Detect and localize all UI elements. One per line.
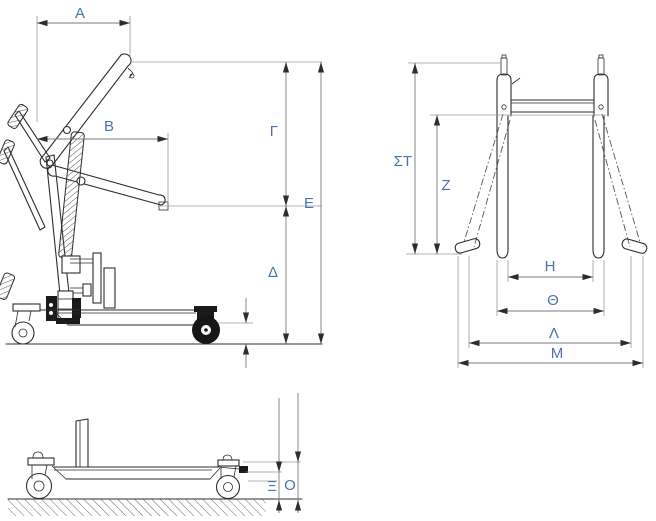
dim-label-o: O — [284, 477, 296, 494]
right-pin — [597, 57, 605, 76]
dimension-o: O — [284, 393, 302, 513]
spread-foot-left — [454, 238, 481, 254]
dim-label-a: A — [75, 5, 85, 22]
dim-label-st: ΣΤ — [394, 153, 412, 170]
left-pin — [500, 57, 508, 76]
right-post — [593, 73, 609, 117]
leg-spread-right — [594, 113, 648, 254]
base-rail-bottom-view — [51, 465, 248, 480]
dimension-delta: Δ — [268, 206, 290, 344]
rear-mount-bracket — [239, 466, 248, 473]
dim-label-z: Z — [441, 177, 450, 194]
handle-grip-rear — [0, 139, 15, 165]
control-box — [103, 267, 116, 309]
dimension-theta: Θ — [496, 260, 605, 316]
dimension-xi: Ξ — [267, 398, 283, 513]
dim-label-h: H — [545, 258, 556, 275]
boom-collar-raised — [62, 125, 72, 135]
ground-hatch — [8, 499, 266, 516]
spreader-hook-ring — [129, 73, 135, 79]
spreader-hook-raised — [127, 67, 134, 79]
dimension-h: H — [507, 258, 594, 282]
dimension-B: B — [37, 118, 169, 203]
spread-foot-right — [621, 238, 648, 254]
front-wheel — [11, 321, 35, 345]
actuator-base-box — [61, 255, 81, 274]
dim-label-gamma: Γ — [270, 123, 278, 140]
dim-label-delta: Δ — [268, 264, 278, 281]
leg-closed-right — [592, 115, 605, 259]
dim-label-theta: Θ — [547, 292, 559, 309]
rear-wheel-bottom-view — [215, 474, 241, 500]
dim-label-b: B — [104, 118, 114, 135]
dim-label-m: M — [551, 345, 564, 362]
dim-label-e: E — [304, 195, 314, 212]
post-leader-mark — [511, 77, 521, 85]
boom-lowered — [47, 164, 166, 206]
dimension-z: Z — [433, 115, 451, 254]
mast-base-clamp — [46, 290, 81, 324]
rear-view-drawing — [454, 54, 648, 259]
mast-stub — [75, 418, 89, 468]
dim-label-lambda: Λ — [549, 325, 559, 342]
rear-view: ΣΤ Z H Θ Λ M — [394, 54, 648, 368]
control-connector — [82, 283, 92, 297]
side-view: A B Γ Δ E — [0, 5, 325, 368]
boom-raised — [39, 53, 132, 169]
dimension-st: ΣΤ — [394, 63, 419, 254]
front-caster — [11, 303, 41, 345]
folded-handle-grip — [0, 272, 16, 300]
front-wheel-bottom-view — [25, 472, 53, 500]
rear-caster-bottom-view — [215, 454, 241, 500]
control-plate — [92, 252, 102, 304]
dimension-A: A — [36, 5, 131, 122]
base-view: Ξ O — [7, 393, 303, 516]
left-post — [496, 73, 512, 117]
dimension-base-height-side — [218, 298, 253, 368]
side-view-drawing — [0, 53, 323, 345]
dimension-m: M — [457, 256, 644, 368]
dim-label-xi: Ξ — [267, 478, 277, 495]
handle-grip-front — [7, 103, 29, 129]
actuator — [58, 131, 85, 259]
base-view-drawing — [7, 418, 303, 516]
rear-caster — [192, 306, 220, 344]
dimension-e: E — [304, 62, 325, 344]
leg-closed-left — [496, 115, 509, 259]
handle-bar-rear — [3, 146, 46, 231]
dimension-gamma: Γ — [270, 62, 290, 206]
crossbar — [501, 99, 604, 113]
dimension-lambda: Λ — [468, 256, 632, 348]
front-caster-bottom-view — [25, 451, 55, 500]
boom-pivot — [46, 159, 54, 167]
leg-spread-left — [454, 113, 511, 254]
